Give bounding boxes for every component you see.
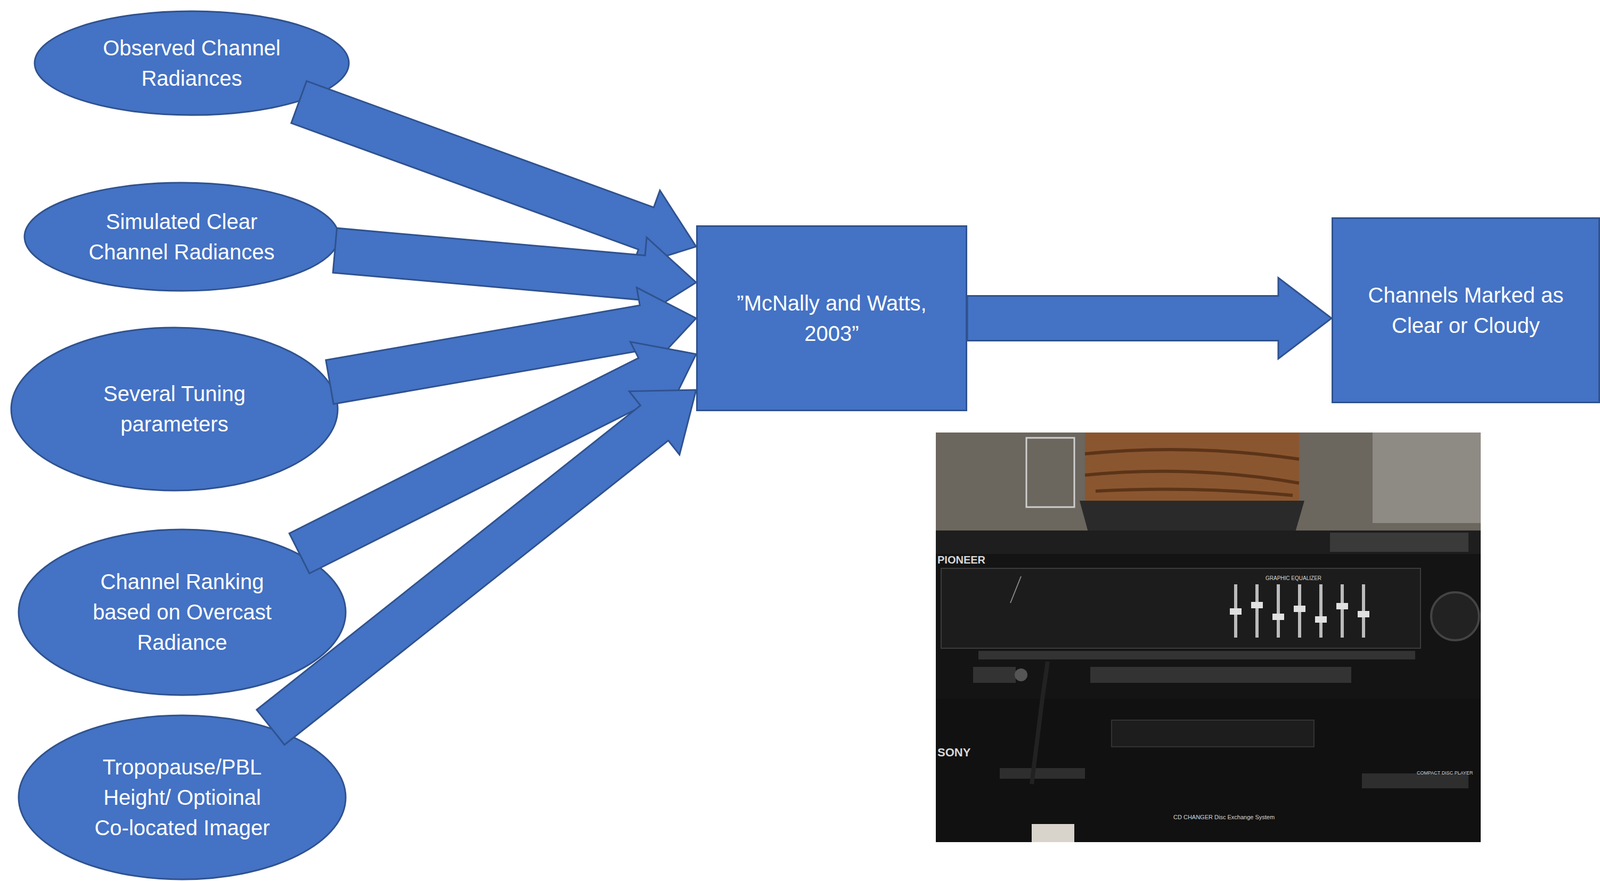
button bbox=[973, 666, 1016, 683]
device-label: PIONEER bbox=[937, 553, 986, 567]
node-text: Tropopause/PBL Height/ Optioinal Co-loca… bbox=[83, 752, 281, 844]
cd-tray bbox=[1111, 720, 1314, 747]
equalizer-sliders bbox=[1234, 584, 1366, 638]
receiver-buttons bbox=[973, 650, 1416, 683]
receiver-top bbox=[935, 530, 1481, 554]
knob bbox=[1293, 605, 1306, 612]
knob bbox=[1357, 610, 1370, 618]
ellipse-shape bbox=[34, 11, 349, 116]
display-line bbox=[1010, 576, 1022, 603]
block-arrow bbox=[291, 80, 697, 267]
ellipse-shape bbox=[18, 529, 346, 696]
knob bbox=[1336, 602, 1349, 610]
node-text: Several Tuning parameters bbox=[62, 378, 287, 440]
arrow-shape bbox=[291, 80, 697, 267]
wood-grain bbox=[1084, 449, 1300, 496]
text-group: Channel Ranking based on Overcast Radian… bbox=[83, 566, 281, 658]
slider-knobs bbox=[1229, 601, 1370, 623]
device-label: CD CHANGER Disc Exchange System bbox=[1173, 813, 1275, 821]
device-label: SONY bbox=[937, 745, 971, 760]
knob bbox=[1272, 613, 1285, 620]
node-text: Channel Ranking based on Overcast Radian… bbox=[83, 566, 281, 658]
node-text: ”McNally and Watts, 2003” bbox=[725, 288, 939, 349]
receiver-display bbox=[941, 568, 1421, 649]
text-group: Several Tuning parameters bbox=[62, 378, 287, 440]
input-ellipse: Observed Channel Radiances bbox=[33, 10, 350, 117]
button bbox=[978, 650, 1416, 660]
photo-background bbox=[935, 432, 1481, 843]
cd-player-body bbox=[935, 698, 1481, 843]
ellipse-shape bbox=[18, 715, 346, 880]
text-group: ”McNally and Watts, 2003” bbox=[725, 288, 939, 349]
button bbox=[1090, 666, 1352, 683]
block-arrow bbox=[325, 287, 697, 405]
arrow-shape bbox=[289, 341, 697, 574]
arrow-shape bbox=[967, 278, 1332, 359]
input-ellipse: Several Tuning parameters bbox=[10, 326, 339, 492]
process-box: Channels Marked as Clear or Cloudy bbox=[1331, 217, 1600, 404]
cd-buttons bbox=[999, 768, 1085, 779]
arrow-shape bbox=[325, 287, 697, 405]
process-box: ”McNally and Watts, 2003” bbox=[696, 225, 968, 412]
cd-buttons bbox=[1361, 773, 1469, 789]
stereo-photo bbox=[935, 432, 1481, 843]
knob bbox=[1251, 601, 1263, 609]
knob bbox=[1229, 608, 1242, 615]
knob bbox=[1315, 616, 1327, 623]
device-label: GRAPHIC EQUALIZER bbox=[1265, 575, 1322, 582]
block-arrow bbox=[289, 341, 697, 574]
ellipse-outline bbox=[10, 326, 339, 492]
ellipse-shape bbox=[24, 182, 339, 291]
node-text: Channels Marked as Clear or Cloudy bbox=[1359, 280, 1573, 341]
input-ellipse: Simulated Clear Channel Radiances bbox=[23, 181, 340, 292]
text-group: Channels Marked as Clear or Cloudy bbox=[1359, 280, 1573, 341]
ellipse-outline bbox=[23, 181, 340, 292]
paper-corner bbox=[1031, 823, 1075, 843]
cable-tangle bbox=[1026, 437, 1075, 508]
ellipse-outline bbox=[33, 10, 350, 117]
device-label: COMPACT DISC PLAYER bbox=[1416, 770, 1474, 776]
wood-block bbox=[1084, 432, 1300, 501]
receiver-body bbox=[935, 553, 1481, 705]
node-text: Simulated Clear Channel Radiances bbox=[69, 206, 294, 268]
input-ellipse: Channel Ranking based on Overcast Radian… bbox=[17, 528, 347, 697]
text-group: Simulated Clear Channel Radiances bbox=[69, 206, 294, 268]
slider bbox=[1255, 584, 1259, 638]
text-group: Tropopause/PBL Height/ Optioinal Co-loca… bbox=[83, 752, 281, 844]
block-arrow bbox=[256, 389, 697, 745]
block-arrow bbox=[332, 227, 697, 318]
slider bbox=[1340, 584, 1344, 638]
node-text: Observed Channel Radiances bbox=[79, 33, 304, 94]
text-group: Observed Channel Radiances bbox=[79, 33, 304, 94]
input-ellipse: Tropopause/PBL Height/ Optioinal Co-loca… bbox=[17, 714, 347, 881]
slider bbox=[1319, 584, 1323, 638]
arrow-shape bbox=[256, 389, 697, 745]
shelf-item bbox=[1372, 432, 1481, 524]
arrow-shape bbox=[332, 227, 697, 318]
ellipse-shape bbox=[11, 327, 338, 491]
receiver-vent bbox=[1329, 532, 1469, 552]
block-arrow bbox=[967, 278, 1332, 359]
power-cable bbox=[1031, 661, 1048, 785]
jack bbox=[1014, 668, 1028, 682]
slider bbox=[1276, 584, 1280, 638]
volume-knob bbox=[1431, 592, 1480, 641]
